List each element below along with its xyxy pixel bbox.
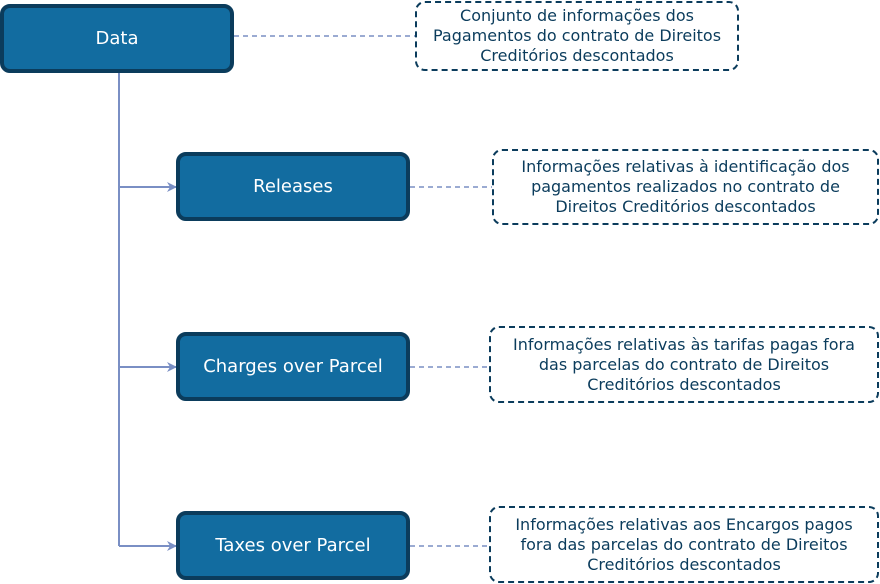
taxes-over-parcel-node-label: Taxes over Parcel <box>215 535 371 556</box>
releases-node-label: Releases <box>253 176 333 197</box>
releases-description-text: Informações relativas à identificação do… <box>521 157 850 216</box>
charges-over-parcel-node-label: Charges over Parcel <box>203 356 383 377</box>
releases-node: Releases <box>176 152 410 221</box>
taxes-over-parcel-description-text: Informações relativas aos Encargos pagos… <box>515 514 853 574</box>
charges-over-parcel-node: Charges over Parcel <box>176 332 410 401</box>
charges-over-parcel-description-note: Informações relativas às tarifas pagas f… <box>489 326 879 403</box>
taxes-over-parcel-node: Taxes over Parcel <box>176 511 410 580</box>
releases-description-note: Informações relativas à identificação do… <box>492 149 879 225</box>
taxes-over-parcel-description-note: Informações relativas aos Encargos pagos… <box>489 506 879 583</box>
data-description-text: Conjunto de informações dos Pagamentos d… <box>432 6 722 65</box>
data-node: Data <box>0 4 234 73</box>
data-description-note: Conjunto de informações dos Pagamentos d… <box>415 1 739 71</box>
charges-over-parcel-description-text: Informações relativas às tarifas pagas f… <box>513 334 855 394</box>
data-node-label: Data <box>95 28 139 49</box>
